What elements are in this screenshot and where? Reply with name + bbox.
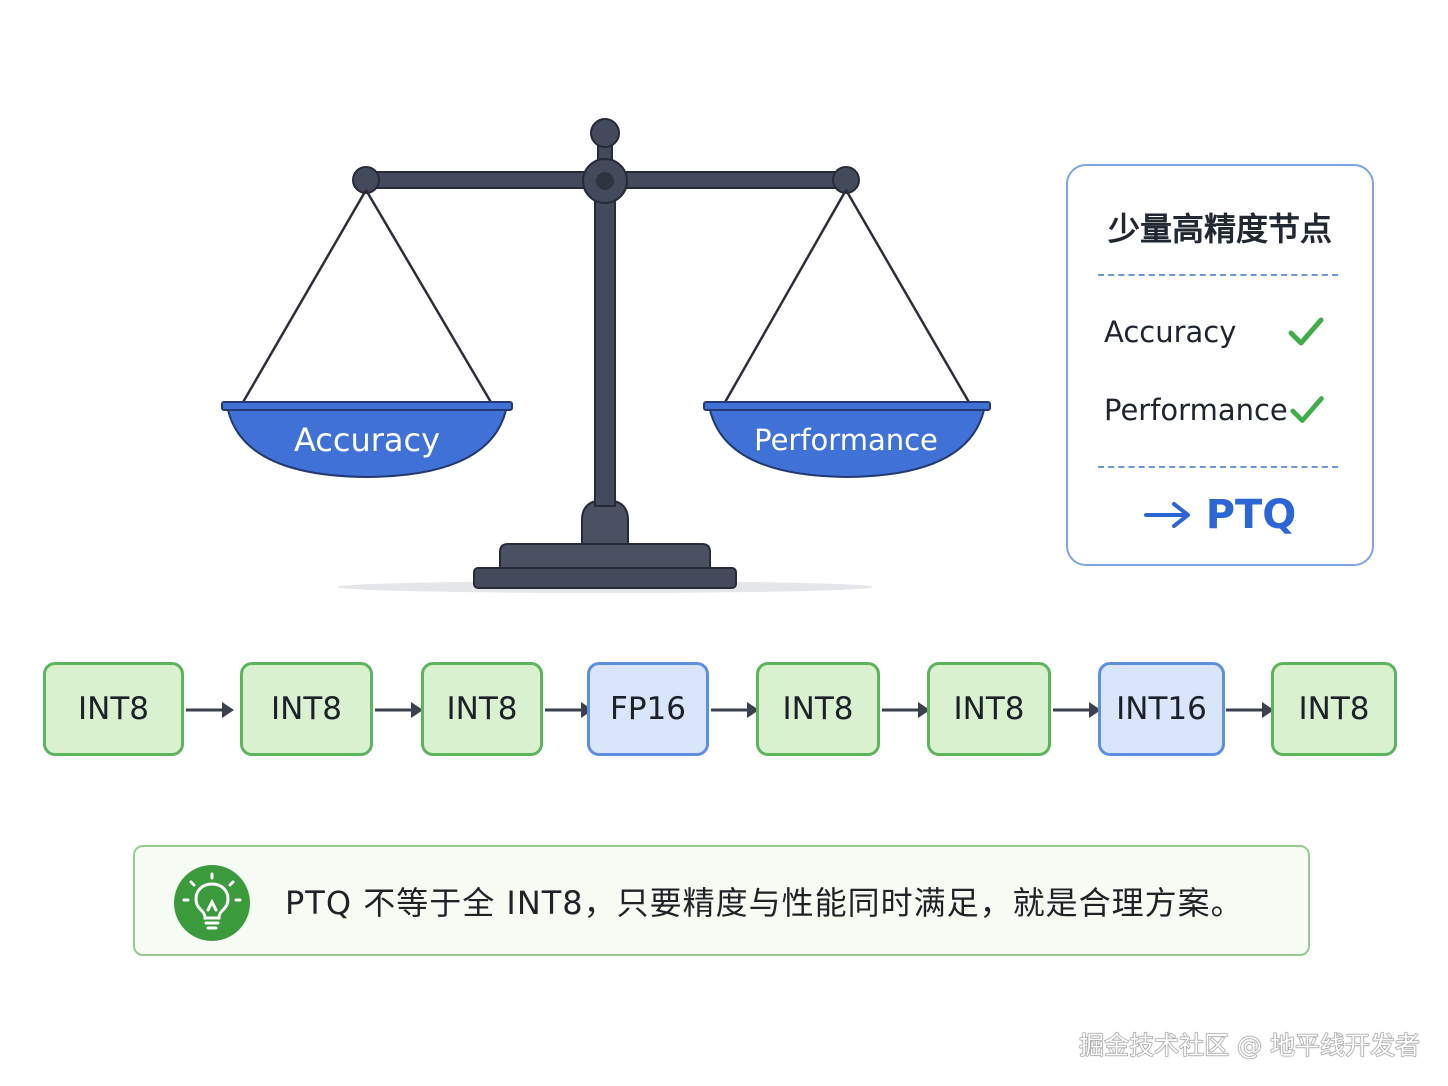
left-pan: Accuracy bbox=[221, 401, 513, 479]
info-row-performance: Performance bbox=[1104, 388, 1326, 432]
flow-node: INT8 bbox=[421, 662, 543, 756]
info-card-title: 少量高精度节点 bbox=[1107, 210, 1332, 248]
arrow-right-icon bbox=[375, 702, 423, 718]
beam-right-knob bbox=[832, 166, 860, 194]
flow-node: INT8 bbox=[1271, 662, 1397, 756]
info-row-label: Accuracy bbox=[1104, 315, 1237, 349]
balance-scale-illustration: Accuracy Performance bbox=[221, 118, 991, 593]
scale-base bbox=[473, 498, 737, 589]
arrow-right-icon bbox=[711, 702, 759, 718]
tip-text: PTQ 不等于全 INT8，只要精度与性能同时满足，就是合理方案。 bbox=[285, 883, 1244, 922]
tip-box: PTQ 不等于全 INT8，只要精度与性能同时满足，就是合理方案。 bbox=[133, 845, 1310, 956]
result-label: PTQ bbox=[1205, 492, 1297, 538]
left-pan-label: Accuracy bbox=[294, 421, 440, 459]
info-card-divider-bottom bbox=[1098, 466, 1338, 468]
flow-node: INT8 bbox=[756, 662, 880, 756]
arrow-right-icon bbox=[1143, 502, 1190, 528]
arrow-right-icon bbox=[882, 702, 930, 718]
scale-pillar bbox=[594, 179, 616, 507]
flow-node: INT8 bbox=[240, 662, 373, 756]
pan-strings bbox=[240, 189, 972, 405]
right-pan-label: Performance bbox=[754, 423, 938, 457]
arrow-right-icon bbox=[1053, 702, 1101, 718]
lightbulb-icon bbox=[174, 865, 250, 941]
beam-left-knob bbox=[352, 166, 380, 194]
flow-node: INT8 bbox=[927, 662, 1051, 756]
flow-node-highlight: FP16 bbox=[587, 662, 709, 756]
check-icon bbox=[1288, 317, 1324, 346]
flow-node-highlight: INT16 bbox=[1098, 662, 1225, 756]
arrow-right-icon bbox=[1226, 702, 1274, 718]
info-card-result: PTQ bbox=[1068, 492, 1372, 538]
scale-pivot-center bbox=[596, 172, 614, 190]
info-card-divider-top bbox=[1098, 274, 1338, 276]
info-row-accuracy: Accuracy bbox=[1104, 310, 1326, 354]
watermark: 掘金技术社区 @ 地平线开发者 bbox=[1079, 1031, 1421, 1061]
flow-node: INT8 bbox=[43, 662, 184, 756]
check-icon bbox=[1290, 396, 1324, 423]
arrow-right-icon bbox=[186, 702, 234, 718]
info-card: 少量高精度节点 Accuracy Performance PTQ bbox=[1066, 164, 1374, 566]
scale-top-knob bbox=[590, 118, 620, 148]
info-row-label: Performance bbox=[1104, 393, 1288, 427]
right-pan: Performance bbox=[703, 401, 991, 479]
